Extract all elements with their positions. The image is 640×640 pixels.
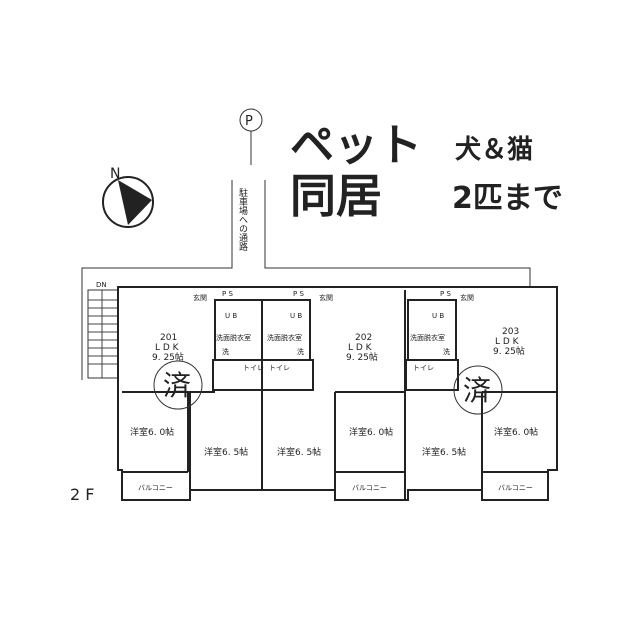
unit-number: 202 [355, 333, 372, 343]
building-outline [117, 286, 558, 501]
washer-202: 洗 [297, 347, 304, 356]
ub-201: U B [225, 312, 237, 320]
balcony: バルコニー [138, 484, 173, 492]
headline-pet: ペット [290, 120, 422, 171]
unit-number: 201 [160, 333, 177, 343]
toilet-202: トイレ [269, 364, 290, 372]
entrance-202: 玄関 [319, 293, 333, 302]
washroom-203: 洗面脱衣室 [410, 333, 445, 342]
ldk-label: L D K [495, 337, 520, 347]
ldk-label: L D K [155, 343, 180, 353]
toilet-201: トイレ [243, 364, 264, 372]
stairs-down-label: DN [96, 281, 107, 289]
ps-202: P S [293, 290, 304, 298]
bedroom-a: 洋室6. 0帖 [494, 426, 538, 438]
ps-203: P S [440, 290, 451, 298]
parking-icon: P [239, 108, 263, 165]
ldk-label: L D K [348, 343, 373, 353]
balcony: バルコニー [352, 484, 387, 492]
north-compass-icon: N [102, 166, 154, 228]
unit-203: 203 L D K 9. 25帖 済 洋室6. 0帖 洋室6. 5帖 バルコニー [422, 327, 538, 492]
ldk-size: 9. 25帖 [152, 351, 184, 363]
bedroom-a: 洋室6. 0帖 [130, 426, 174, 438]
ub-203: U B [432, 312, 444, 320]
headline-dog-cat: 犬＆猫 [455, 135, 533, 165]
occupied-stamp: 済 [463, 374, 491, 407]
unit-number: 203 [502, 327, 519, 337]
entrance-201: 玄関 [193, 293, 207, 302]
balcony: バルコニー [498, 484, 533, 492]
interior-walls [122, 290, 557, 500]
washer-203: 洗 [443, 347, 450, 356]
access-path [81, 180, 531, 380]
toilet-203: トイレ [413, 364, 434, 372]
parking-path-label: 駐車場への通路 [237, 187, 248, 252]
washroom-202: 洗面脱衣室 [267, 333, 302, 342]
svg-text:P: P [245, 114, 253, 129]
bedroom-b: 洋室6. 5帖 [277, 446, 321, 458]
bedroom-a: 洋室6. 0帖 [349, 426, 393, 438]
unit-202: 202 L D K 9. 25帖 洋室6. 0帖 洋室6. 5帖 バルコニー [277, 333, 393, 492]
ps-201: P S [222, 290, 233, 298]
ldk-size: 9. 25帖 [493, 345, 525, 357]
stairs: DN [87, 281, 119, 379]
unit-201: 201 L D K 9. 25帖 済 洋室6. 0帖 洋室6. 5帖 バルコニー [130, 333, 248, 492]
washroom-201: 洗面脱衣室 [216, 333, 251, 342]
washer-201: 洗 [222, 347, 229, 356]
entrance-203: 玄関 [460, 293, 474, 302]
bedroom-b: 洋室6. 5帖 [204, 446, 248, 458]
headline-limit: 2匹まで [452, 181, 563, 216]
headline-cohabit: 同居 [290, 169, 382, 223]
occupied-stamp: 済 [163, 369, 191, 402]
floor-label: 2 F [70, 485, 94, 504]
ub-202: U B [290, 312, 302, 320]
north-label: N [110, 166, 120, 182]
bedroom-b: 洋室6. 5帖 [422, 446, 466, 458]
ldk-size: 9. 25帖 [346, 351, 378, 363]
